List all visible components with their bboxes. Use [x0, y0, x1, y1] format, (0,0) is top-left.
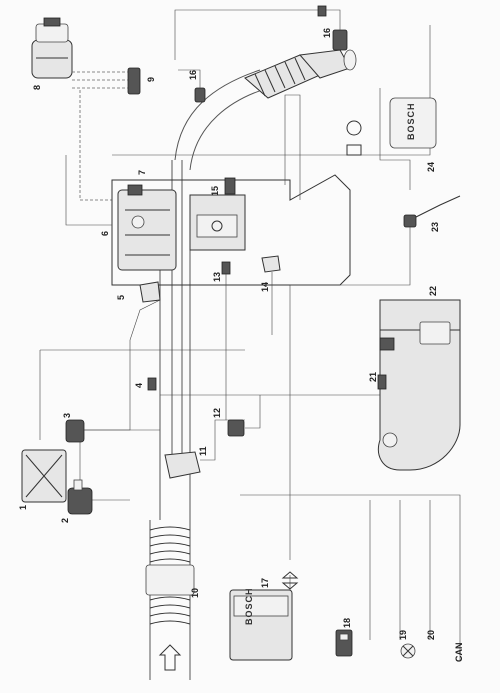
- piston: [197, 215, 237, 237]
- label-6: 6: [100, 231, 110, 236]
- label-24: 24: [426, 162, 436, 172]
- label-7: 7: [137, 170, 147, 175]
- label-3: 3: [62, 413, 72, 418]
- label-15: 15: [210, 186, 220, 196]
- label-2: 2: [60, 518, 70, 523]
- actuator-2: [68, 480, 92, 514]
- engine-block: [112, 175, 350, 285]
- sensor-14: [262, 256, 280, 335]
- label-18: 18: [342, 618, 352, 628]
- brand-ecu: BOSCH: [244, 587, 254, 625]
- label-21: 21: [368, 372, 378, 382]
- warning-lamp-18: [336, 630, 352, 656]
- actuator-3: [66, 420, 130, 442]
- label-5: 5: [116, 295, 126, 300]
- label-4: 4: [134, 383, 144, 388]
- sensor-21: [378, 375, 386, 389]
- label-23: 23: [430, 222, 440, 232]
- shutoff-valve-7: [128, 185, 142, 195]
- fuel-filter: [32, 18, 72, 78]
- label-20: 20: [426, 630, 436, 640]
- vacuum-pump: [22, 450, 66, 502]
- accelerator-pedal: [290, 196, 460, 285]
- label-9: 9: [146, 77, 156, 82]
- label-22: 22: [428, 286, 438, 296]
- fuel-pump-22: [420, 322, 450, 344]
- intake-duct-top: [175, 50, 356, 170]
- sensor-12: [228, 395, 260, 436]
- air-inlet-arrow: [160, 645, 180, 670]
- label-11: 11: [198, 446, 208, 456]
- can-bus-label: CAN: [454, 643, 464, 663]
- glow-plug-15: [225, 178, 235, 194]
- label-8: 8: [32, 85, 42, 90]
- injection-pump: [118, 190, 176, 270]
- battery-relay: [347, 88, 436, 190]
- label-14: 14: [260, 282, 270, 292]
- sensor-5: [140, 282, 160, 302]
- label-19: 19: [398, 630, 408, 640]
- air-mass-meter: [146, 565, 194, 595]
- label-16-intake: 16: [188, 70, 198, 80]
- glow-lamp-19: [401, 644, 415, 658]
- sensor-4: [148, 378, 156, 390]
- label-17: 17: [260, 578, 270, 588]
- label-10: 10: [190, 588, 200, 598]
- fuel-tank: [378, 300, 460, 470]
- sensor-13: [222, 262, 230, 420]
- label-1: 1: [18, 505, 28, 510]
- label-13: 13: [212, 272, 222, 282]
- label-12: 12: [212, 408, 222, 418]
- brand-battery: BOSCH: [406, 102, 416, 140]
- label-16-top: 16: [322, 28, 332, 38]
